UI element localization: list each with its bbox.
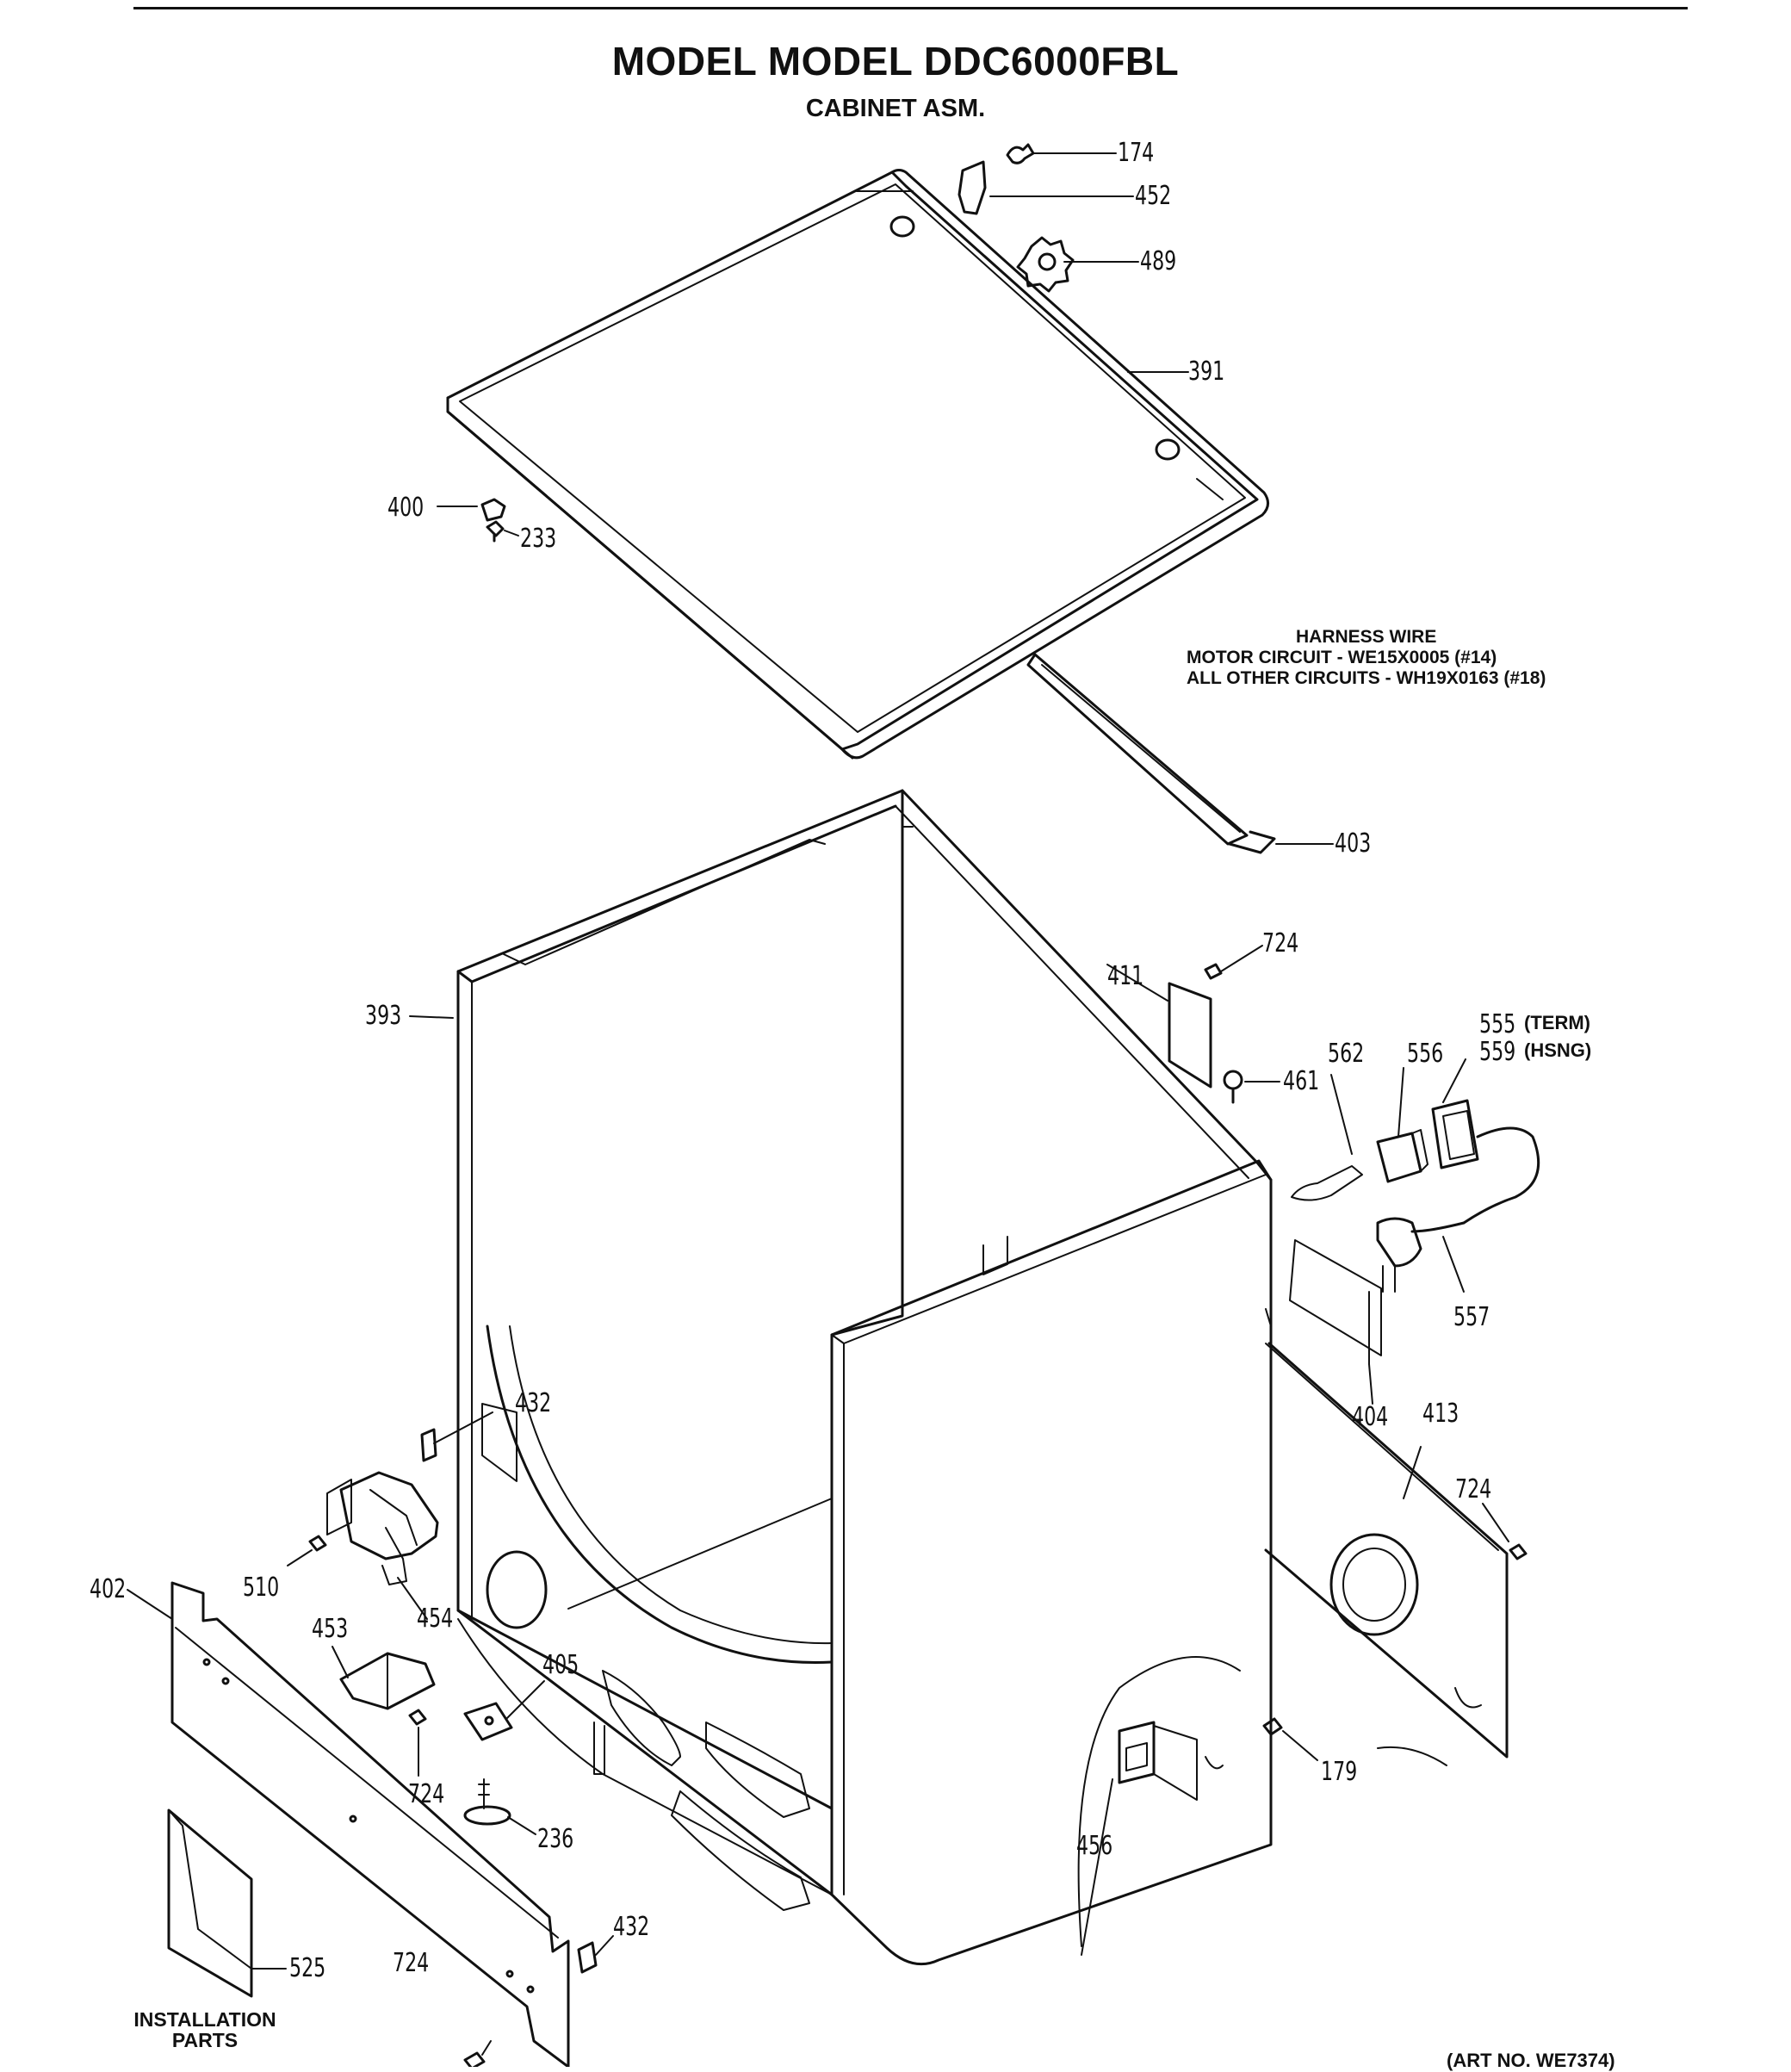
part-489-icon xyxy=(1016,236,1139,293)
callout-432-top: 432 xyxy=(515,1388,552,1418)
callout-432-bottom: 432 xyxy=(613,1912,650,1942)
callout-400: 400 xyxy=(387,493,425,523)
part-453-bracket xyxy=(332,1646,436,1710)
callout-724-top: 724 xyxy=(1262,928,1299,958)
part-432-clip-top xyxy=(420,1403,517,1482)
callout-174: 174 xyxy=(1118,138,1155,168)
part-510-screw xyxy=(287,1535,327,1566)
callout-489: 489 xyxy=(1140,246,1177,276)
harness-strap xyxy=(1026,653,1334,854)
callout-405: 405 xyxy=(542,1650,579,1680)
harness-line-other: ALL OTHER CIRCUITS - WH19X0163 (#18) xyxy=(1187,668,1546,688)
callout-724-bottom: 724 xyxy=(393,1948,430,1978)
callout-562: 562 xyxy=(1328,1039,1365,1069)
power-cord xyxy=(1291,1058,1540,1293)
part-233-icon xyxy=(486,520,519,543)
top-rule xyxy=(133,7,1688,9)
part-724-screw-top xyxy=(1204,945,1263,980)
callout-391: 391 xyxy=(1188,357,1225,387)
callout-556: 556 xyxy=(1407,1039,1444,1069)
callout-453: 453 xyxy=(312,1614,349,1644)
part-236-leveling-leg xyxy=(463,1778,536,1835)
harness-line-motor: MOTOR CIRCUIT - WE15X0005 (#14) xyxy=(1187,648,1497,667)
part-525-installation-parts xyxy=(167,1808,287,1998)
callout-393: 393 xyxy=(365,1001,402,1031)
callout-510: 510 xyxy=(243,1573,280,1603)
page-subtitle: CABINET ASM. xyxy=(805,95,986,122)
callout-236: 236 xyxy=(537,1824,574,1854)
callout-411: 411 xyxy=(1107,961,1144,991)
callout-413: 413 xyxy=(1422,1399,1459,1429)
callout-402: 402 xyxy=(90,1574,127,1604)
callout-555-note: (TERM) xyxy=(1524,1012,1590,1033)
callout-454: 454 xyxy=(417,1604,454,1634)
callout-525: 525 xyxy=(289,1953,326,1983)
installation-parts-label: INSTALLATION PARTS xyxy=(133,2008,276,2051)
callout-461: 461 xyxy=(1283,1066,1320,1096)
part-179-screw xyxy=(1262,1717,1447,1766)
callout-452: 452 xyxy=(1135,181,1172,211)
part-724-screw-mid xyxy=(408,1709,427,1777)
page-title: MODEL MODEL DDC6000FBL xyxy=(611,39,1180,84)
callout-559: 559 xyxy=(1479,1037,1516,1067)
callout-404: 404 xyxy=(1352,1402,1389,1432)
callout-559-note: (HSNG) xyxy=(1524,1039,1592,1061)
part-724-screw-right xyxy=(1482,1503,1528,1560)
harness-heading: HARNESS WIRE xyxy=(1296,627,1437,647)
part-461-screw xyxy=(1223,1070,1280,1104)
rear-panel xyxy=(1264,1239,1509,1759)
callout-555: 555 xyxy=(1479,1009,1516,1039)
part-432-clip-bottom xyxy=(577,1935,614,1974)
art-number: (ART NO. WE7374) xyxy=(1447,2050,1615,2071)
callout-724-mid: 724 xyxy=(408,1779,445,1809)
callout-179: 179 xyxy=(1321,1757,1358,1787)
callout-724-right: 724 xyxy=(1455,1474,1492,1504)
part-405-clip xyxy=(463,1680,545,1741)
part-724-screw-bottom xyxy=(463,2040,492,2067)
callout-557: 557 xyxy=(1453,1302,1490,1332)
part-402-toe-kick xyxy=(127,1581,570,2067)
part-452-icon xyxy=(957,160,1134,215)
part-411-plate xyxy=(1106,964,1212,1089)
callout-456: 456 xyxy=(1076,1831,1113,1861)
callout-233: 233 xyxy=(520,524,557,554)
callout-403: 403 xyxy=(1335,828,1372,859)
part-454-door-latch xyxy=(326,1471,439,1620)
harness-wire-note: HARNESS WIRE MOTOR CIRCUIT - WE15X0005 (… xyxy=(1187,627,1546,689)
part-174-icon xyxy=(1006,143,1117,164)
top-panel xyxy=(446,169,1269,760)
part-400-icon xyxy=(437,498,506,522)
